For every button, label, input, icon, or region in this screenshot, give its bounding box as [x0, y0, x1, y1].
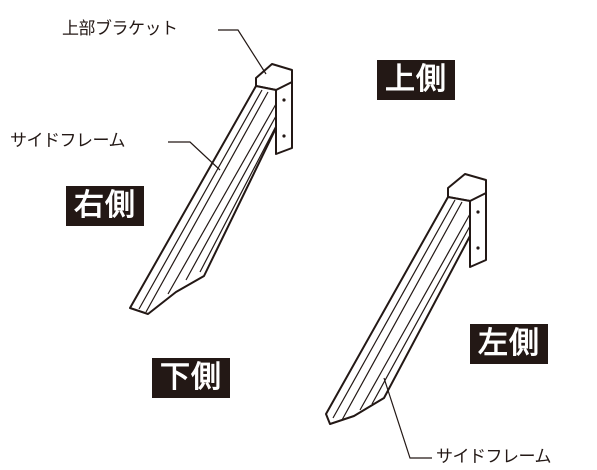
badge-bottom-side: 下側	[152, 358, 230, 398]
left-rail-1	[332, 199, 456, 419]
right-bracket-hole-bottom	[282, 134, 286, 138]
side-frame-left-label: サイドフレーム	[436, 447, 552, 467]
leader-side-frame-left	[383, 377, 432, 459]
left-bracket-cap	[447, 173, 487, 202]
right-rail-1	[138, 89, 263, 310]
upper-bracket-label: 上部ブラケット	[62, 19, 178, 39]
left-frame-step	[353, 397, 385, 417]
right-frame-body	[129, 85, 277, 315]
right-frame-step	[175, 275, 205, 293]
left-bracket-plate	[469, 190, 487, 268]
left-rail-2	[341, 201, 463, 421]
left-frame-body	[325, 196, 471, 425]
right-rail-2	[145, 91, 269, 313]
left-rail-4	[371, 225, 471, 405]
right-bracket-plate	[275, 79, 293, 155]
left-side-frame	[325, 173, 487, 425]
leader-upper-bracket	[218, 29, 267, 75]
leader-side-frame-right	[168, 141, 221, 171]
right-side-frame	[129, 63, 293, 315]
right-rail-4	[185, 115, 277, 281]
badge-left-side: 左側	[470, 324, 548, 364]
left-rail-3	[359, 213, 471, 411]
side-frame-right-label: サイドフレーム	[10, 131, 126, 151]
right-bracket-hole-top	[282, 98, 286, 102]
left-bracket-hole-top	[476, 210, 480, 214]
badge-right-side: 右側	[66, 186, 144, 226]
right-rail-3	[167, 103, 277, 295]
badge-top-side: 上側	[377, 60, 455, 100]
right-rail-5	[199, 125, 277, 273]
left-bracket-hole-bottom	[476, 246, 480, 250]
